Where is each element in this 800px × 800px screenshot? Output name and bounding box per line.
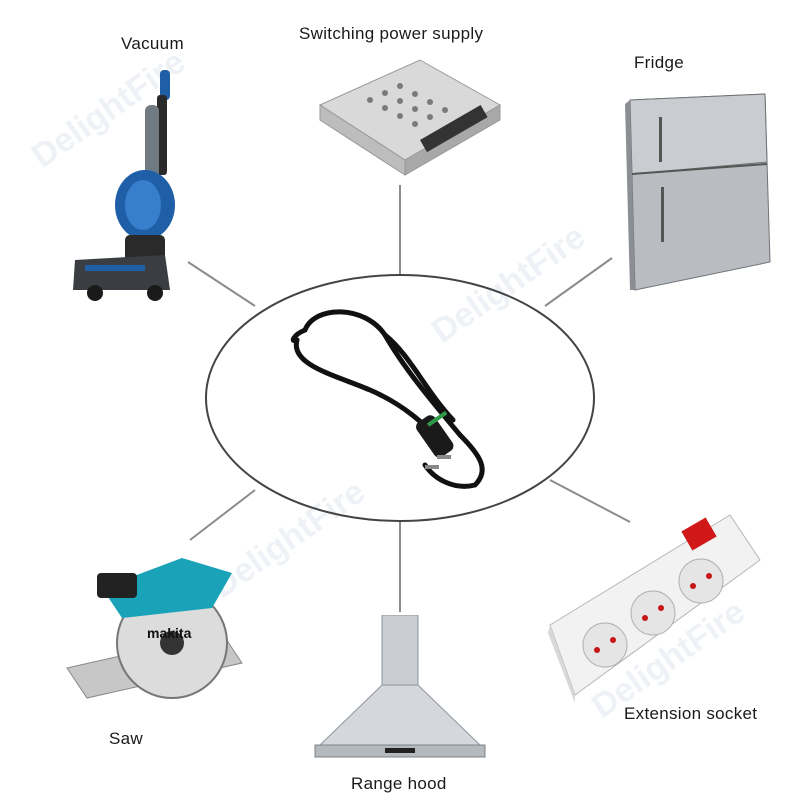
- power-cord-image: [290, 309, 485, 489]
- connector-line-vacuum: [187, 261, 256, 307]
- label-vacuum: Vacuum: [121, 34, 184, 53]
- label-range-hood: Range hood: [351, 774, 447, 793]
- saw-image: makita: [66, 558, 243, 699]
- label-extension-socket: Extension socket: [624, 704, 758, 723]
- extension-socket-image: [548, 514, 761, 703]
- label-power-supply: Switching power supply: [299, 24, 484, 43]
- connector-line-fridge: [544, 257, 613, 307]
- svg-text:makita: makita: [147, 625, 192, 641]
- center-ellipse: [205, 274, 595, 522]
- connector-line-extension-socket: [549, 479, 631, 523]
- range-hood-image: [314, 615, 486, 758]
- power-supply-image: [318, 59, 502, 176]
- label-fridge: Fridge: [634, 53, 684, 72]
- connector-line-saw: [189, 489, 256, 541]
- vacuum-image: [73, 70, 175, 301]
- fridge-image: [625, 93, 771, 291]
- label-saw: Saw: [109, 729, 143, 748]
